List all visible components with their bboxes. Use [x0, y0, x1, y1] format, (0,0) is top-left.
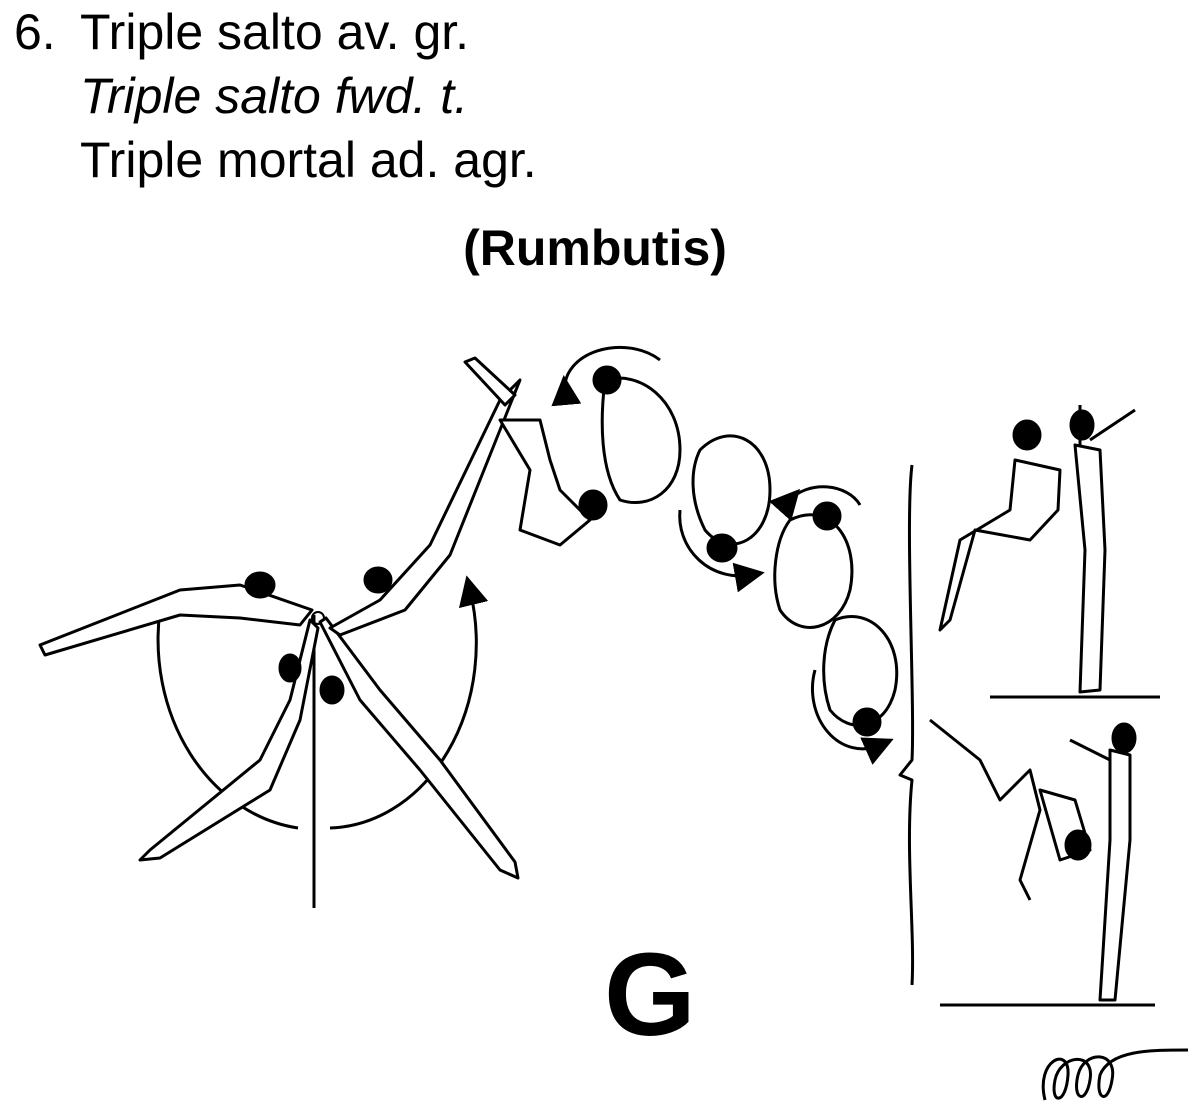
gymnast-name: (Rumbutis) [463, 220, 727, 276]
giant-swing-figures-icon [38, 356, 522, 880]
landing-figures-icon [898, 405, 1160, 1007]
element-name-french: Triple salto av. gr. [80, 4, 470, 60]
element-number: 6. [14, 4, 56, 60]
element-name-spanish: Triple mortal ad. agr. [80, 132, 537, 188]
twist-loop-symbol-icon [1041, 1048, 1189, 1101]
triple-salto-tucked-figures-icon [498, 345, 899, 765]
difficulty-value: G [604, 929, 696, 1061]
element-name-english: Triple salto fwd. t. [80, 68, 469, 124]
swing-arc-arrow-icon [156, 575, 489, 830]
